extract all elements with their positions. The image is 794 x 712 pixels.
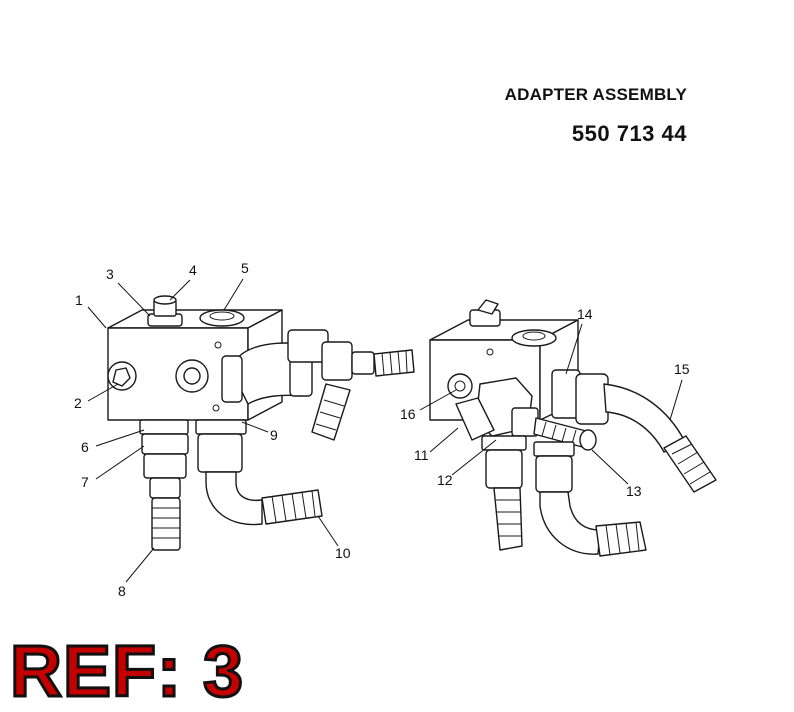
callout-10: 10 bbox=[317, 515, 351, 561]
right-adapter-assembly bbox=[429, 299, 717, 557]
svg-text:12: 12 bbox=[437, 472, 453, 488]
callout-3: 3 bbox=[106, 266, 151, 317]
svg-text:5: 5 bbox=[241, 260, 249, 276]
svg-text:10: 10 bbox=[335, 545, 351, 561]
svg-text:14: 14 bbox=[577, 306, 593, 322]
ref-label: REF: 3 bbox=[8, 632, 245, 712]
callout-7: 7 bbox=[81, 445, 145, 490]
callout-14: 14 bbox=[565, 306, 593, 375]
assembly-title: ADAPTER ASSEMBLY bbox=[504, 85, 687, 104]
callout-6: 6 bbox=[81, 429, 145, 455]
assembly-part-number: 550 713 44 bbox=[571, 121, 687, 146]
svg-text:11: 11 bbox=[414, 447, 429, 463]
callout-1: 1 bbox=[75, 292, 107, 329]
svg-text:7: 7 bbox=[81, 474, 89, 490]
callout-5: 5 bbox=[223, 260, 249, 311]
svg-text:16: 16 bbox=[400, 406, 416, 422]
svg-text:4: 4 bbox=[189, 262, 197, 278]
callout-12: 12 bbox=[437, 439, 497, 488]
callout-16: 16 bbox=[400, 389, 457, 422]
callout-8: 8 bbox=[118, 547, 155, 599]
callout-13: 13 bbox=[591, 449, 642, 499]
svg-text:15: 15 bbox=[674, 361, 690, 377]
svg-text:3: 3 bbox=[106, 266, 114, 282]
callout-11: 11 bbox=[414, 427, 459, 463]
svg-text:2: 2 bbox=[74, 395, 82, 411]
callout-9: 9 bbox=[241, 421, 278, 443]
callout-4: 4 bbox=[169, 262, 197, 301]
svg-text:8: 8 bbox=[118, 583, 126, 599]
svg-text:1: 1 bbox=[75, 292, 83, 308]
callout-15: 15 bbox=[669, 361, 690, 421]
svg-text:13: 13 bbox=[626, 483, 642, 499]
callout-2: 2 bbox=[74, 383, 119, 411]
svg-text:6: 6 bbox=[81, 439, 89, 455]
svg-text:9: 9 bbox=[270, 427, 278, 443]
left-adapter-assembly bbox=[107, 295, 415, 551]
